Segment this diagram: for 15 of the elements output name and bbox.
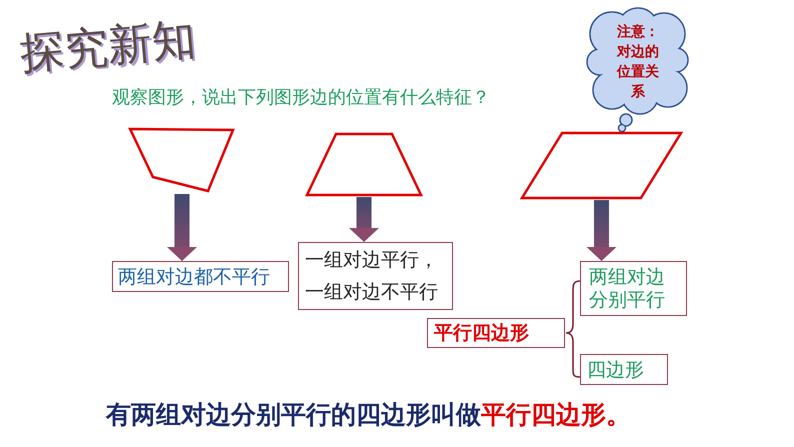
block-arrow: [167, 194, 197, 261]
block-arrow: [349, 197, 379, 242]
instruction-text: 观察图形，说出下列图形边的位置有什么特征？: [112, 86, 490, 110]
definition-text: 有两组对边分别平行的四边形叫做平行四边形。: [106, 400, 631, 430]
term-box: 平行四边形: [427, 318, 565, 348]
property-box: 两组对边分别平行: [580, 261, 687, 316]
property-box: 四边形: [580, 354, 668, 385]
block-arrow: [586, 200, 616, 261]
property-box: 两组对边都不平行: [112, 261, 289, 292]
slide-title: 探究新知: [18, 14, 198, 80]
property-box: 一组对边平行，一组对边不平行: [298, 242, 453, 310]
quadrilateral-figure: [128, 126, 236, 194]
trapezoid-figure: [305, 132, 423, 197]
parallelogram-figure: [520, 131, 683, 200]
note-text: 注意：对边的位置关系: [616, 22, 660, 102]
